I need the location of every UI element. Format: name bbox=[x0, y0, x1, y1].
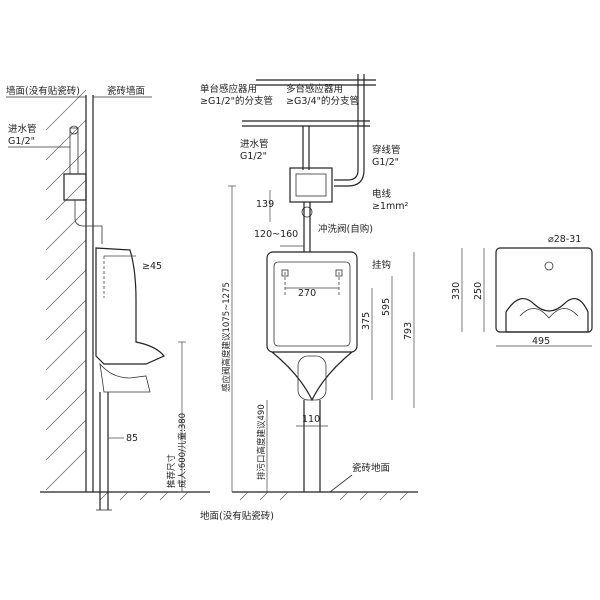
side-flush-pipe bbox=[74, 200, 103, 244]
wall-hatch bbox=[45, 89, 87, 491]
label-flush-valve: 冲洗阀(自购) bbox=[318, 223, 373, 235]
label-multi-sensor: 多台感应器用 bbox=[286, 83, 343, 95]
dim-120-160: 120~160 bbox=[254, 229, 298, 240]
label-wire-size: ≥1mm² bbox=[372, 201, 409, 212]
label-wire: 电线 bbox=[372, 188, 392, 200]
label-wall-no-tile: 墙面(没有贴瓷砖) bbox=[6, 85, 80, 97]
top-view-outline bbox=[495, 247, 593, 333]
side-urinal-trap bbox=[99, 362, 151, 393]
side-sensor-box bbox=[63, 173, 87, 201]
label-tile-floor: 瓷砖地面 bbox=[352, 462, 390, 474]
label-conduit-size: G1/2" bbox=[372, 157, 399, 168]
dim-250: 250 bbox=[473, 282, 484, 300]
dim-85: 85 bbox=[126, 433, 138, 444]
label-conduit: 穿线管 bbox=[372, 144, 401, 156]
label-floor-no-tile: 地面(没有贴瓷砖) bbox=[200, 510, 274, 522]
front-view: 单台感应器用 ≥G1/2"的分支管 多台感应器用 ≥G3/4"的分支管 进水管 … bbox=[200, 74, 418, 522]
label-hook: 挂钩 bbox=[372, 259, 391, 271]
side-pipe-cap bbox=[69, 125, 79, 135]
dim-375: 375 bbox=[361, 312, 372, 330]
sensor-box bbox=[289, 167, 333, 203]
label-multi-branch: ≥G3/4"的分支管 bbox=[286, 95, 359, 107]
dim-28-31: ⌀28-31 bbox=[548, 234, 581, 245]
label-inlet-size-left: G1/2" bbox=[8, 136, 35, 147]
recommend-size-line2: 成人:600/儿童:380 bbox=[177, 413, 188, 488]
dim-595: 595 bbox=[381, 298, 392, 316]
top-view: ⌀28-31 495 330 250 bbox=[451, 234, 593, 347]
label-inlet-size-mid: G1/2" bbox=[240, 151, 267, 162]
side-urinal-body bbox=[95, 247, 165, 365]
dim-110: 110 bbox=[302, 414, 320, 425]
label-tile-wall: 瓷砖墙面 bbox=[107, 85, 145, 97]
recommend-size-line1: 推荐尺寸 bbox=[166, 453, 177, 488]
dim-139: 139 bbox=[256, 199, 274, 210]
top-view-rim bbox=[505, 297, 589, 333]
label-inlet-pipe-mid: 进水管 bbox=[240, 138, 269, 150]
flush-valve bbox=[301, 206, 313, 218]
label-drain-height: 排污口高度建议490 bbox=[256, 404, 267, 480]
urinal-front-body bbox=[266, 251, 358, 353]
urinal-front-bowl bbox=[271, 351, 353, 402]
recommend-size-label: 推荐尺寸 成人:600/儿童:380 bbox=[166, 413, 188, 488]
label-inlet-pipe-left: 进水管 bbox=[8, 123, 37, 135]
label-sensor-height: 感应阀高度建议1075~1275 bbox=[221, 282, 232, 392]
dim-330: 330 bbox=[451, 282, 462, 300]
dim-793: 793 bbox=[403, 322, 414, 340]
dim-45: ≥45 bbox=[142, 261, 162, 272]
side-view: 墙面(没有贴瓷砖) 瓷砖墙面 进水管 G1/2" ≥45 85 推荐尺寸 成人:… bbox=[6, 85, 210, 511]
label-single-branch: ≥G1/2"的分支管 bbox=[200, 95, 273, 107]
top-view-inlet-hole bbox=[544, 261, 554, 271]
dim-495: 495 bbox=[532, 336, 550, 347]
label-single-sensor: 单台感应器用 bbox=[200, 83, 257, 95]
dim-270: 270 bbox=[298, 288, 316, 299]
